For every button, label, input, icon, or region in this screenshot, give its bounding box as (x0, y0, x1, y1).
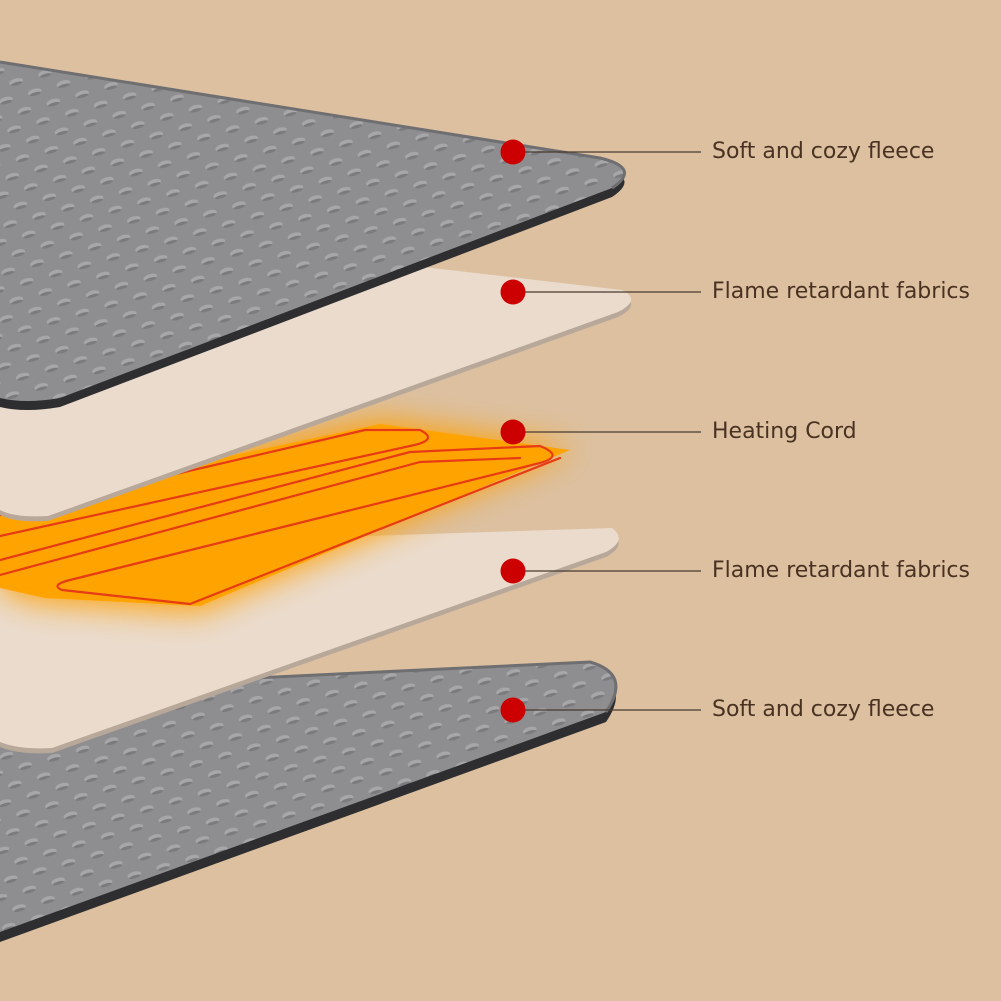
heating-cord-layer (0, 420, 575, 612)
callout-lines (513, 151, 701, 711)
callout-dot-3 (500, 419, 526, 445)
label-upper-fabric: Flame retardant fabrics (712, 279, 970, 304)
label-heating-cord: Heating Cord (712, 419, 857, 444)
callout-dot-1 (500, 139, 526, 165)
callout-dot-4 (500, 558, 526, 584)
label-bottom-fleece: Soft and cozy fleece (712, 697, 935, 722)
label-lower-fabric: Flame retardant fabrics (712, 558, 970, 583)
label-top-fleece: Soft and cozy fleece (712, 139, 935, 164)
callout-dot-2 (500, 279, 526, 305)
top-fleece-layer (0, 60, 626, 410)
callout-dot-5 (500, 697, 526, 723)
callout-dots (500, 139, 526, 723)
bottom-fleece-layer (0, 660, 618, 942)
